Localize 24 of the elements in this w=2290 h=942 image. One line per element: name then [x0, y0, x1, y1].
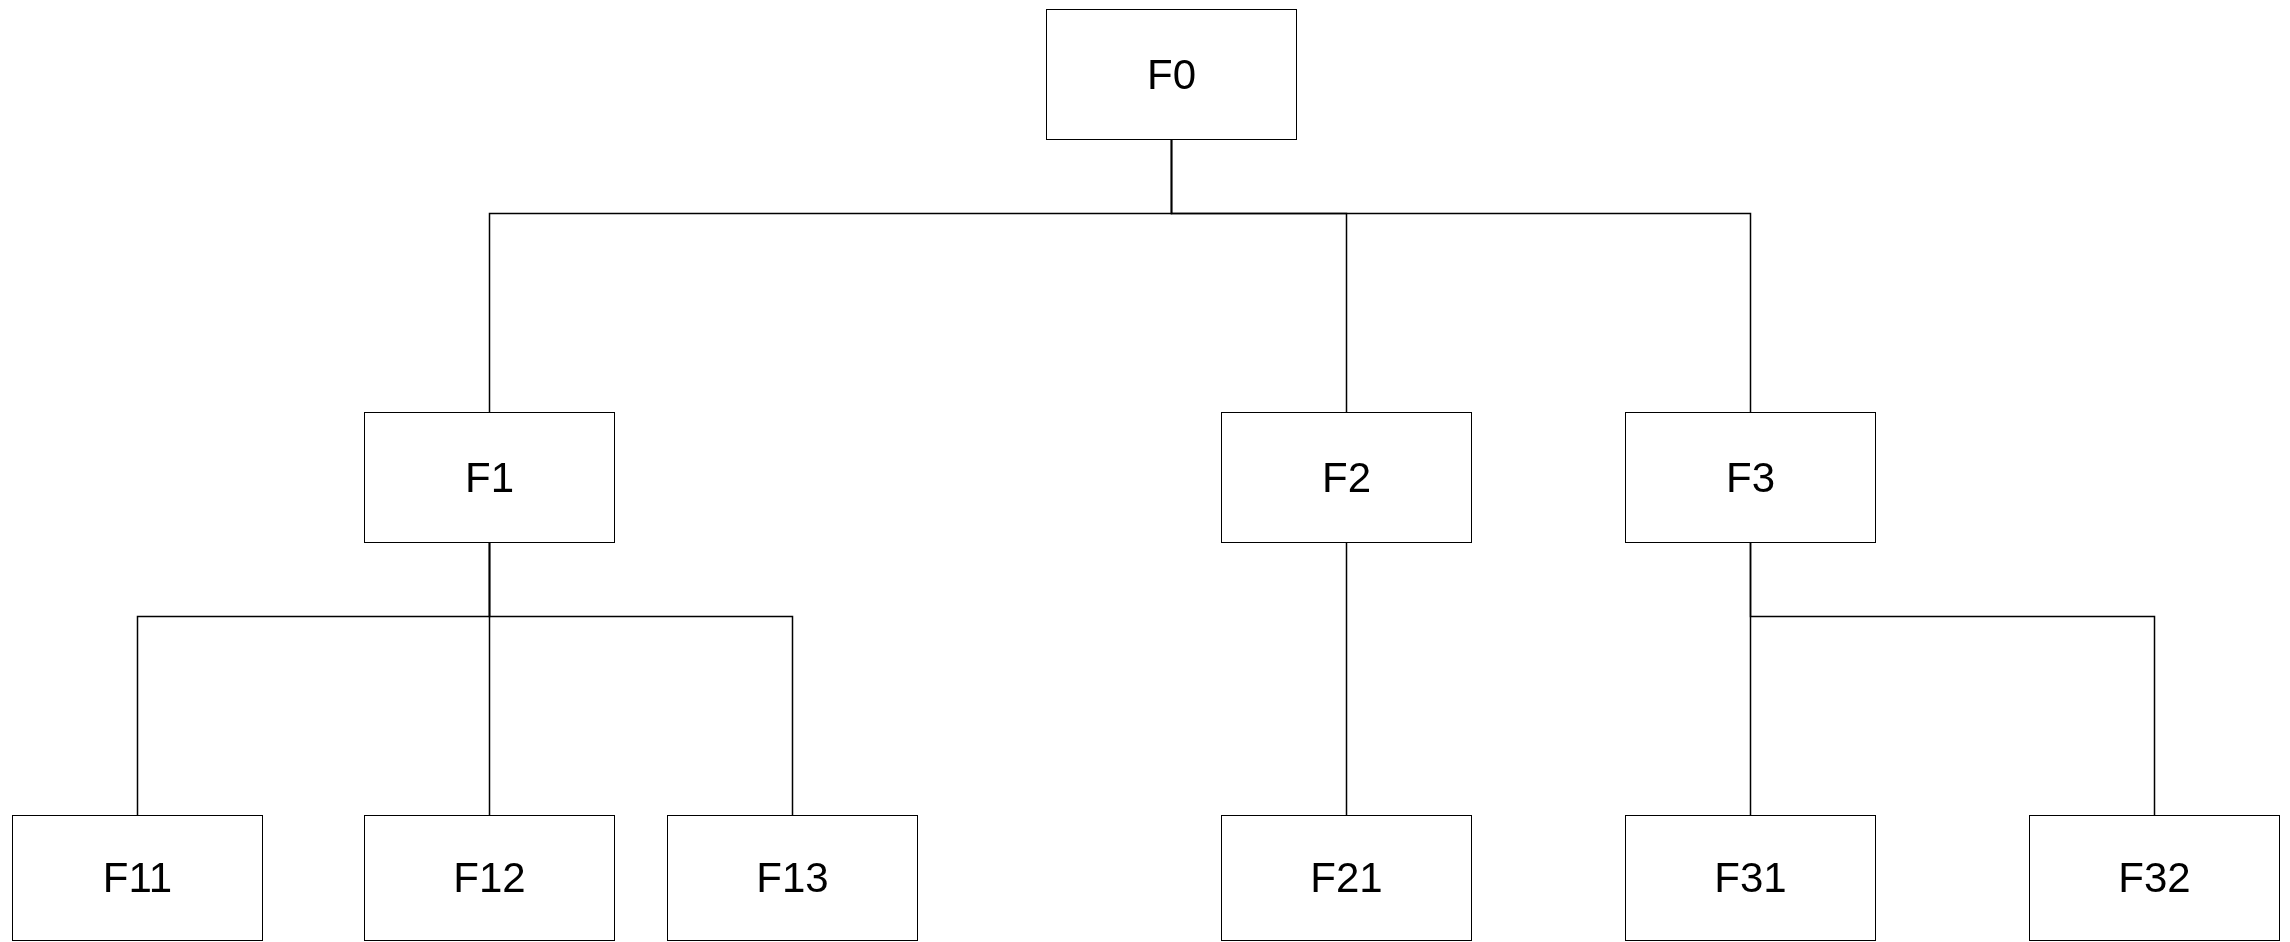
- node-label: F13: [756, 854, 829, 902]
- node-label: F0: [1147, 50, 1196, 99]
- connector-line: [1749, 542, 2156, 816]
- node-label: F1: [465, 453, 514, 502]
- process-box: [364, 412, 615, 543]
- connector-line: [1170, 139, 1752, 413]
- node-label: F12: [453, 854, 526, 902]
- process-box: [1221, 412, 1472, 543]
- node-label: F3: [1726, 453, 1775, 502]
- node-label: F11: [102, 854, 173, 902]
- connector-line: [488, 542, 794, 816]
- process-box: [364, 815, 615, 941]
- connector-line: [1345, 542, 1348, 816]
- process-box: [667, 815, 918, 941]
- process-box: [1046, 9, 1297, 140]
- process-box: [1625, 815, 1876, 941]
- process-box: [1625, 412, 1876, 543]
- node-label: F2: [1322, 453, 1371, 502]
- node-label: F31: [1714, 854, 1787, 902]
- process-box: [1221, 815, 1472, 941]
- process-box: [2029, 815, 2280, 941]
- node-label: F32: [2118, 854, 2191, 902]
- process-box: [12, 815, 263, 941]
- node-label: F21: [1310, 854, 1383, 902]
